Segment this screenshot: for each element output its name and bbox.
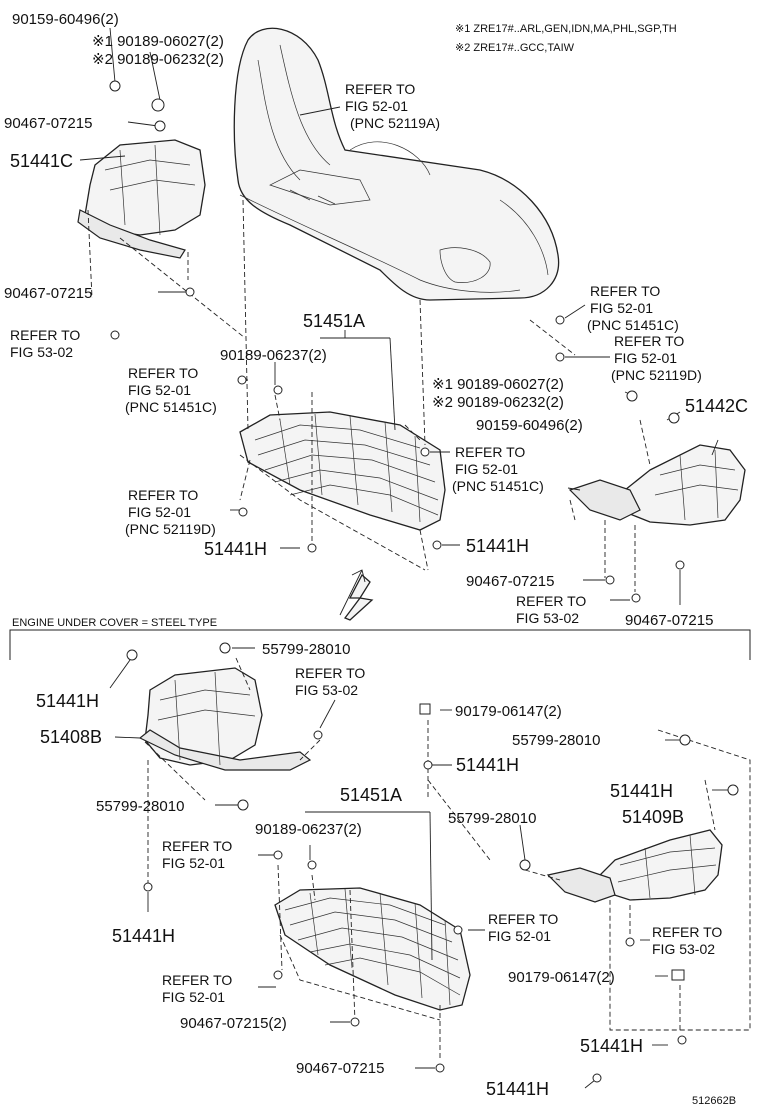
refer-label: REFER TO [652, 924, 722, 940]
cover-51408b-drawing [138, 667, 312, 771]
part-label: 90159-60496(2) [12, 11, 119, 28]
part-label: 51408B [40, 727, 102, 747]
part-label: 51441H [112, 926, 175, 946]
refer-label: REFER TO [128, 365, 198, 381]
refer-label: FIG 52-01 [128, 504, 191, 520]
part-label: 51451A [303, 311, 365, 331]
refer-label: REFER TO [10, 327, 80, 343]
part-label: 51451A [340, 785, 402, 805]
refer-label: FIG 52-01 [162, 989, 225, 1005]
bottom-leader-lines [109, 647, 751, 1089]
diagram-code: 512662B [692, 1095, 736, 1107]
refer-label: REFER TO [614, 333, 684, 349]
refer-label: FIG 53-02 [10, 344, 73, 360]
part-label: 90467-07215(2) [180, 1015, 287, 1032]
direction-arrow [339, 569, 374, 621]
refer-label: FIG 52-01 [590, 300, 653, 316]
refer-label: REFER TO [345, 81, 415, 97]
part-label: 90467-07215 [625, 612, 713, 629]
section-bracket [9, 629, 751, 660]
part-label: 90467-07215 [466, 573, 554, 590]
part-label: 90467-07215 [296, 1060, 384, 1077]
undercover-51451a-top-drawing [239, 411, 446, 531]
refer-label: (PNC 51451C) [587, 317, 679, 333]
refer-label: FIG 52-01 [488, 928, 551, 944]
part-label: 55799-28010 [512, 732, 600, 749]
front-bumper-drawing [233, 27, 560, 301]
part-label: 51441H [486, 1079, 549, 1099]
part-label: 55799-28010 [96, 798, 184, 815]
refer-label: FIG 52-01 [345, 98, 408, 114]
refer-label: FIG 52-01 [162, 855, 225, 871]
note-2: ※2 ZRE17#..GCC,TAIW [455, 42, 575, 54]
part-label: 51442C [685, 396, 748, 416]
part-label: 90189-06237(2) [220, 347, 327, 364]
top-leader-lines [79, 27, 719, 605]
refer-label: REFER TO [162, 972, 232, 988]
refer-label: FIG 52-01 [128, 382, 191, 398]
part-label: 90179-06147(2) [455, 703, 562, 720]
refer-label: FIG 52-01 [455, 461, 518, 477]
part-label: 90467-07215 [4, 115, 92, 132]
bottom-fasteners [126, 642, 739, 1083]
refer-label: (PNC 52119D) [611, 367, 702, 383]
cover-51409b-drawing [546, 829, 723, 903]
refer-label: REFER TO [590, 283, 660, 299]
top-fasteners [109, 80, 685, 603]
refer-label: FIG 53-02 [295, 682, 358, 698]
note-1: ※1 ZRE17#..ARL,GEN,IDN,MA,PHL,SGP,TH [455, 23, 677, 35]
part-label: ※2 90189-06232(2) [92, 51, 224, 68]
part-label: 51441H [204, 539, 267, 559]
refer-label: (PNC 51451C) [125, 399, 217, 415]
part-label: 90467-07215 [4, 285, 92, 302]
refer-label: REFER TO [295, 665, 365, 681]
refer-label: FIG 53-02 [516, 610, 579, 626]
refer-label: REFER TO [455, 444, 525, 460]
part-label: 51441H [456, 755, 519, 775]
refer-label: REFER TO [516, 593, 586, 609]
part-label: ※1 90189-06027(2) [432, 376, 564, 393]
part-label: 55799-28010 [448, 810, 536, 827]
refer-label: FIG 52-01 [614, 350, 677, 366]
refer-label: FIG 53-02 [652, 941, 715, 957]
section-title: ENGINE UNDER COVER = STEEL TYPE [12, 617, 217, 629]
refer-label: REFER TO [128, 487, 198, 503]
cover-51442c-drawing [568, 444, 746, 526]
part-label: 90189-06237(2) [255, 821, 362, 838]
part-label: 90159-60496(2) [476, 417, 583, 434]
cover-51441c-drawing [77, 139, 206, 259]
part-label: 51441H [36, 691, 99, 711]
refer-label: (PNC 51451C) [452, 478, 544, 494]
refer-label: REFER TO [488, 911, 558, 927]
part-label: 51441H [610, 781, 673, 801]
undercover-51451a-bottom-drawing [274, 887, 471, 1011]
part-label: 51441C [10, 151, 73, 171]
part-label: 51409B [622, 807, 684, 827]
part-label: 51441H [580, 1036, 643, 1056]
part-label: 55799-28010 [262, 641, 350, 658]
part-label: ※1 90189-06027(2) [92, 33, 224, 50]
refer-label: REFER TO [162, 838, 232, 854]
refer-label: (PNC 52119A) [350, 115, 440, 131]
refer-label: (PNC 52119D) [125, 521, 216, 537]
part-label: 51441H [466, 536, 529, 556]
part-label: ※2 90189-06232(2) [432, 394, 564, 411]
part-label: 90179-06147(2) [508, 969, 615, 986]
